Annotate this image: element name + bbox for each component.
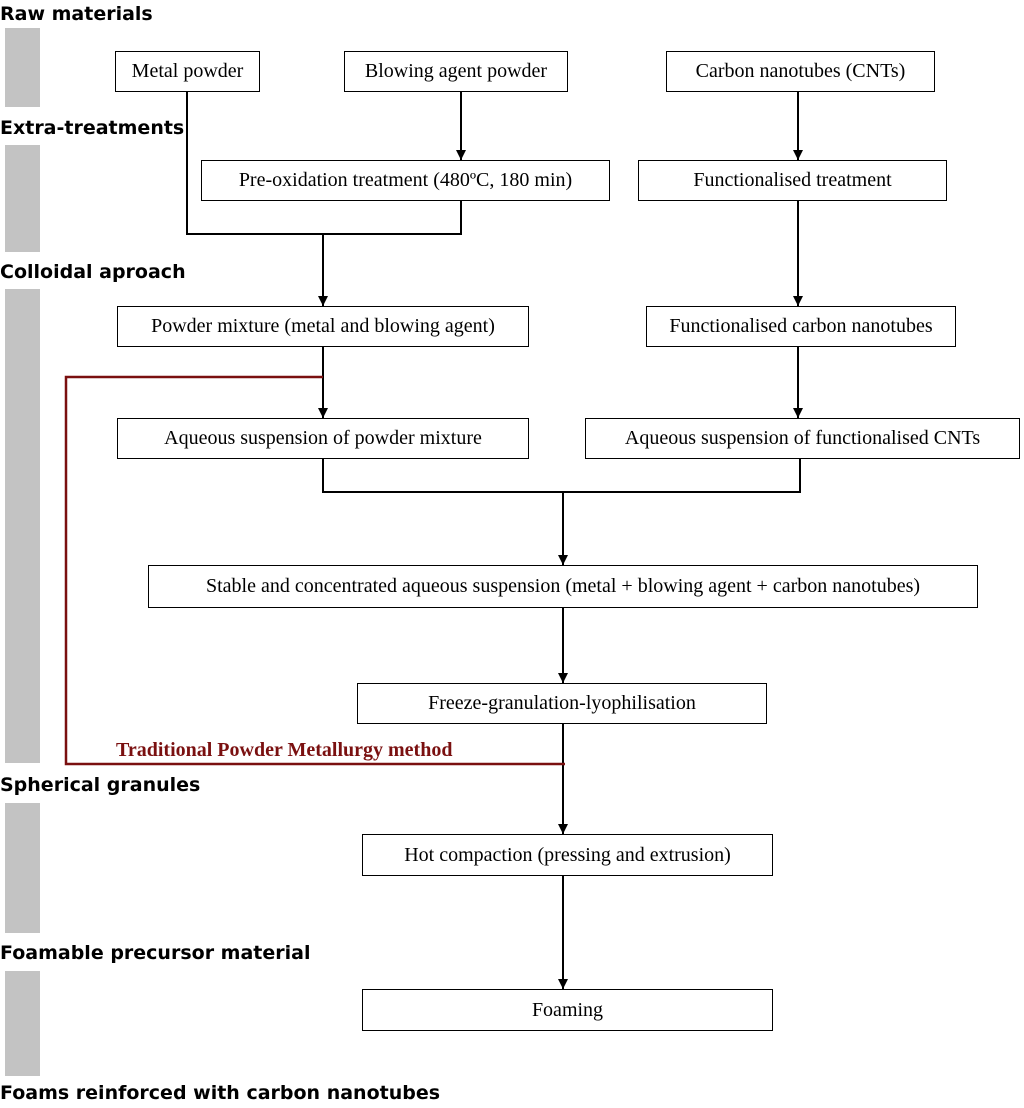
box-stable-aqueous-suspension: Stable and concentrated aqueous suspensi…	[148, 565, 978, 608]
stage-bar-extra-treatments	[5, 145, 40, 252]
traditional-route-line	[64, 375, 565, 766]
stage-label-raw-materials: Raw materials	[0, 3, 153, 25]
stage-label-foams-reinforced: Foams reinforced with carbon nanotubes	[0, 1082, 441, 1104]
box-aqueous-suspension-powder: Aqueous suspension of powder mixture	[117, 418, 529, 459]
box-carbon-nanotubes: Carbon nanotubes (CNTs)	[666, 51, 935, 92]
box-hot-compaction: Hot compaction (pressing and extrusion)	[362, 834, 773, 876]
stage-label-foamable-precursor: Foamable precursor material	[0, 942, 311, 964]
box-aqueous-suspension-cnts: Aqueous suspension of functionalised CNT…	[585, 418, 1020, 459]
box-metal-powder: Metal powder	[115, 51, 260, 92]
stage-label-spherical-granules: Spherical granules	[0, 774, 201, 796]
stage-label-colloidal-approach: Colloidal aproach	[0, 261, 186, 283]
box-foaming: Foaming	[362, 989, 773, 1031]
box-freeze-granulation: Freeze-granulation-lyophilisation	[357, 683, 767, 724]
connector-aqueous-merge	[322, 459, 801, 493]
stage-bar-colloidal-approach	[5, 289, 40, 763]
stage-bar-raw-materials	[5, 28, 40, 107]
box-functionalised-carbon-nanotubes: Functionalised carbon nanotubes	[646, 306, 956, 347]
box-blowing-agent-powder: Blowing agent powder	[344, 51, 568, 92]
stage-bar-spherical-granules	[5, 803, 40, 933]
traditional-route-label: Traditional Powder Metallurgy method	[116, 739, 453, 761]
stage-label-extra-treatments: Extra-treatments	[0, 117, 185, 139]
box-powder-mixture: Powder mixture (metal and blowing agent)	[117, 306, 529, 347]
stage-bar-foamable-precursor	[5, 971, 40, 1076]
box-pre-oxidation-treatment: Pre-oxidation treatment (480ºC, 180 min)	[201, 160, 610, 201]
box-functionalised-treatment: Functionalised treatment	[638, 160, 947, 201]
